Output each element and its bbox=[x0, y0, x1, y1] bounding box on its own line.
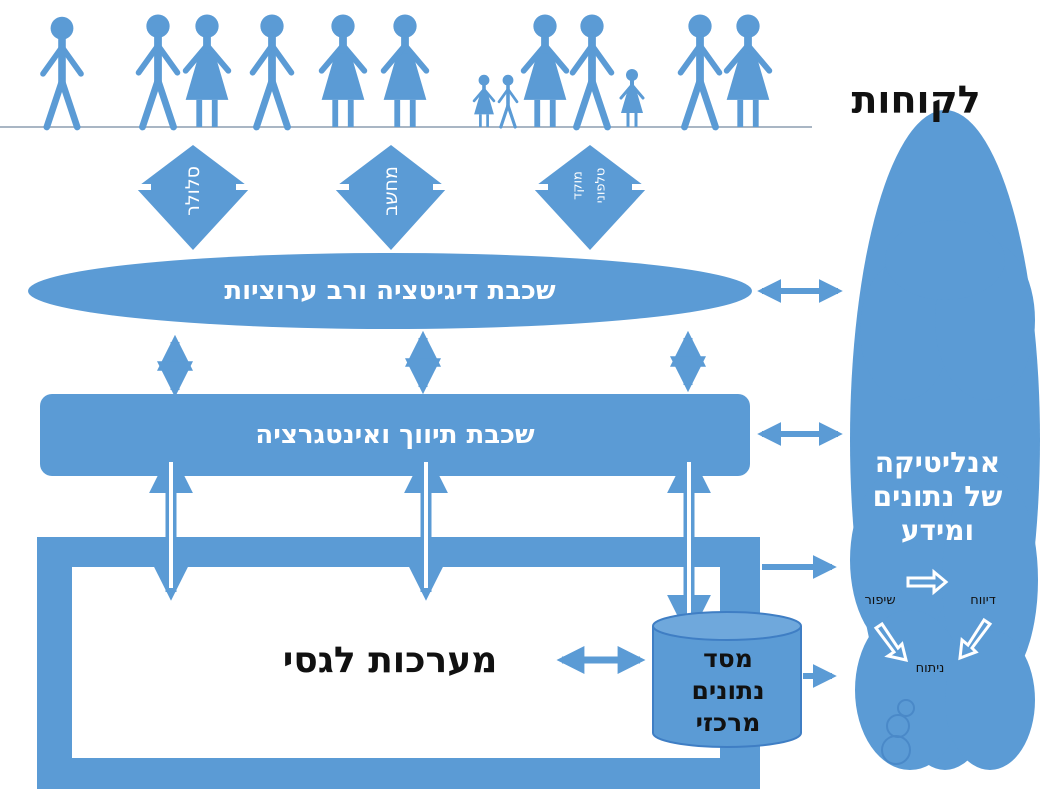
cycle-arrows bbox=[873, 568, 993, 662]
analytics-label-line2: של נתונים bbox=[872, 480, 1003, 513]
customers-figures bbox=[40, 14, 773, 131]
person-figure bbox=[135, 14, 181, 131]
analytics-cloud bbox=[850, 110, 1040, 770]
person-figure bbox=[318, 14, 368, 127]
channel-diamond-mobile bbox=[136, 145, 250, 250]
channel-diamond-callcenter bbox=[533, 145, 647, 250]
cycle-improve-label: שיפור bbox=[864, 593, 896, 608]
cycle-analysis-label: ניתוח bbox=[915, 661, 945, 676]
database-label-line1: מסד bbox=[703, 644, 753, 673]
person-figure bbox=[520, 14, 570, 127]
cloud-bubbles bbox=[881, 699, 915, 765]
person-figure bbox=[380, 14, 430, 127]
cloud-arrows bbox=[757, 279, 843, 688]
database-label-line3: מרכזי bbox=[695, 708, 761, 737]
legacy-systems-label: מערכות לגסי bbox=[282, 640, 498, 681]
person-figure bbox=[497, 74, 519, 129]
channel-diamond-computer bbox=[334, 145, 447, 250]
routing-layer-label: שכבת תיווך ואינטגרציה bbox=[255, 420, 535, 450]
customers-label: לקוחות bbox=[851, 78, 981, 122]
routing-layer-box bbox=[40, 394, 750, 476]
person-figure bbox=[677, 14, 723, 131]
person-figure bbox=[569, 14, 615, 131]
person-figure bbox=[723, 14, 773, 127]
digitization-layer-label: שכבת דיגיטציה ורב ערוציות bbox=[224, 276, 556, 306]
channel-callcenter-label-line2: טלפוני bbox=[593, 167, 609, 204]
cycle-report-label: דיווח bbox=[970, 593, 996, 608]
channel-callcenter-label-line1: מוקד bbox=[570, 171, 586, 200]
person-figure bbox=[40, 16, 84, 131]
central-database-cylinder bbox=[652, 611, 802, 748]
person-figure bbox=[619, 69, 645, 127]
analytics-label-line1: אנליטיקה bbox=[874, 446, 1001, 479]
database-label-line2: נתונים bbox=[691, 676, 765, 705]
person-figure bbox=[472, 74, 496, 127]
channel-computer-label: מחשב bbox=[380, 166, 402, 216]
analytics-label-line3: ומידע bbox=[900, 514, 975, 547]
person-figure bbox=[249, 14, 295, 131]
person-figure bbox=[182, 14, 232, 127]
channel-mobile-label: סלולר bbox=[182, 166, 204, 216]
ellipse-routing-arrows bbox=[157, 330, 706, 398]
digitization-layer-ellipse bbox=[28, 253, 752, 329]
routing-legacy-arrows bbox=[149, 449, 711, 639]
